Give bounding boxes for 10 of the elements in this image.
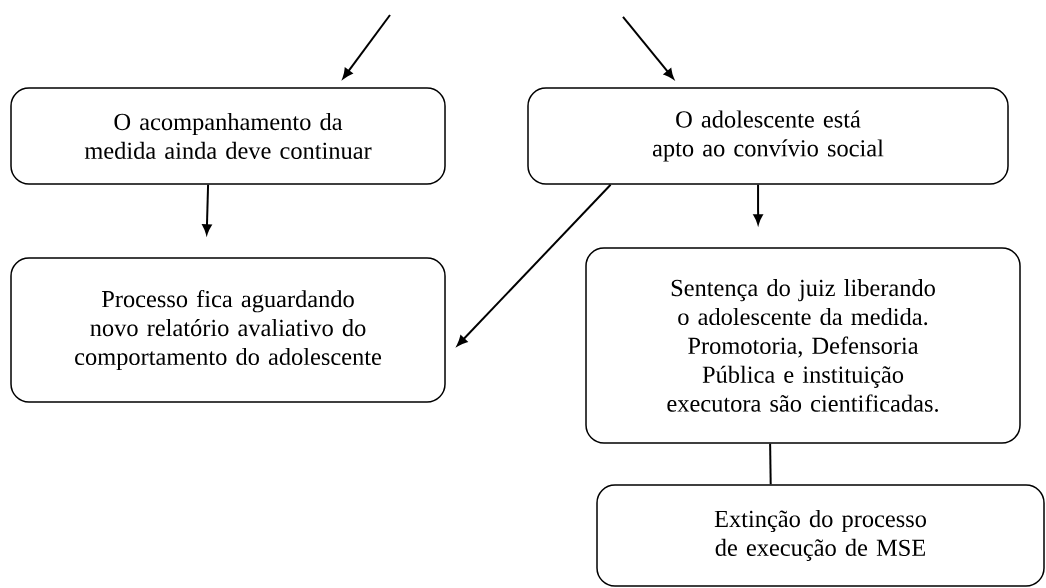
process-box: Extinção do processo de execução de MSE <box>596 484 1045 587</box>
arrow <box>456 183 612 347</box>
process-box: Processo fica aguardando novo relatório avaliativo do comportamento do adolescente <box>10 257 446 403</box>
process-box: O acompanhamento da medida ainda deve continuar <box>10 87 446 185</box>
arrow <box>342 14 391 79</box>
arrow <box>753 183 763 225</box>
arrow <box>202 183 212 235</box>
process-box: O adolescente está apto ao convívio social <box>527 87 1009 185</box>
arrow <box>622 16 674 80</box>
process-box: Sentença do juiz liberando o adolescente da medida. Promotoria, Defensoria Pública e instituição executora são cientificadas. <box>585 247 1021 444</box>
